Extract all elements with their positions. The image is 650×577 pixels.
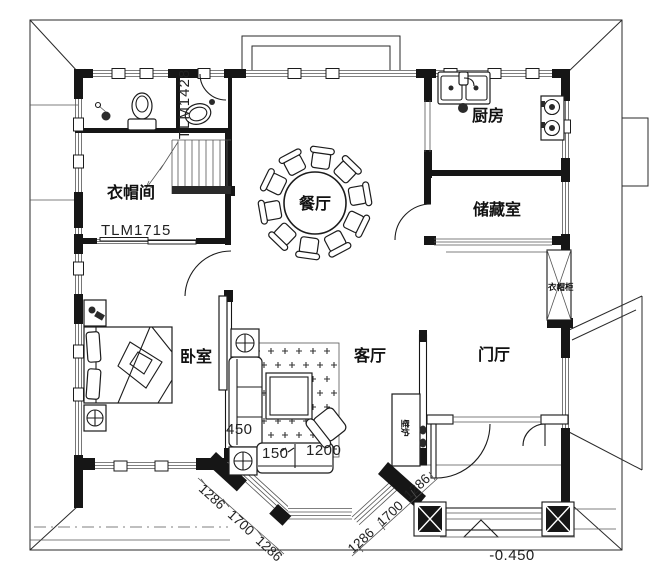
bath-door-label: TLM1428 [176,69,193,139]
nightstand-bottom [83,404,107,432]
room-label-bedroom: 卧室 [180,347,212,366]
room-label-living: 客厅 [354,346,386,365]
dim-sofa-gap: 150 [262,445,289,462]
dining-set [257,145,373,261]
nightstand-top [83,299,107,327]
sofa-side [256,442,334,474]
kitchen-sink [437,71,491,113]
dim-sofa-depth: 450 [226,421,253,438]
armchair [305,407,347,449]
room-label-storage: 储藏室 [472,200,521,219]
bay-dim: 1700 [225,507,257,538]
elevation-value: -0.450 [489,547,535,564]
entry-door [430,423,546,479]
elevation-marker: -0.450 [440,519,575,564]
coat-cabinet: 衣帽柜 [546,249,574,321]
storage-door-arc [394,203,432,241]
room-label-cloakroom: 衣帽间 [107,183,155,202]
roof-outline [29,19,649,551]
bay-dim: 1286 [253,533,285,564]
bed [83,326,173,404]
fireplace-label: 壁炉 [400,419,410,437]
room-label-dining: 餐厅 [298,194,331,213]
bay-window [205,452,426,526]
coat-cabinet-label: 衣帽柜 [548,282,574,292]
stove [540,95,565,141]
pillow [85,331,102,363]
dining-table [283,171,347,235]
stairs [144,139,231,194]
entry-steps [445,507,543,531]
entry-porch: -0.450 [413,423,575,564]
bay-dim: 1286 [345,525,377,556]
dining-chairs [257,145,373,261]
cloakroom-door-label: TLM1715 [101,222,171,239]
coffee-table [265,372,313,420]
room-label-foyer: 门厅 [478,345,510,364]
fireplace: 壁炉 [391,393,427,467]
side-table-top [230,328,260,358]
dim-table-width: 1200 [306,442,341,459]
room-label-kitchen: 厨房 [472,106,504,125]
floor-drain [94,101,111,121]
wash-basin [184,73,227,125]
side-table-bottom [228,446,258,476]
tv-cabinet [218,295,228,391]
sofa-main [228,356,263,448]
bedroom-door-arc [184,250,232,297]
toilet [127,92,157,131]
bath-door-arc [199,73,227,101]
pillow [85,368,102,400]
bay-dim: 1286 [196,481,228,512]
